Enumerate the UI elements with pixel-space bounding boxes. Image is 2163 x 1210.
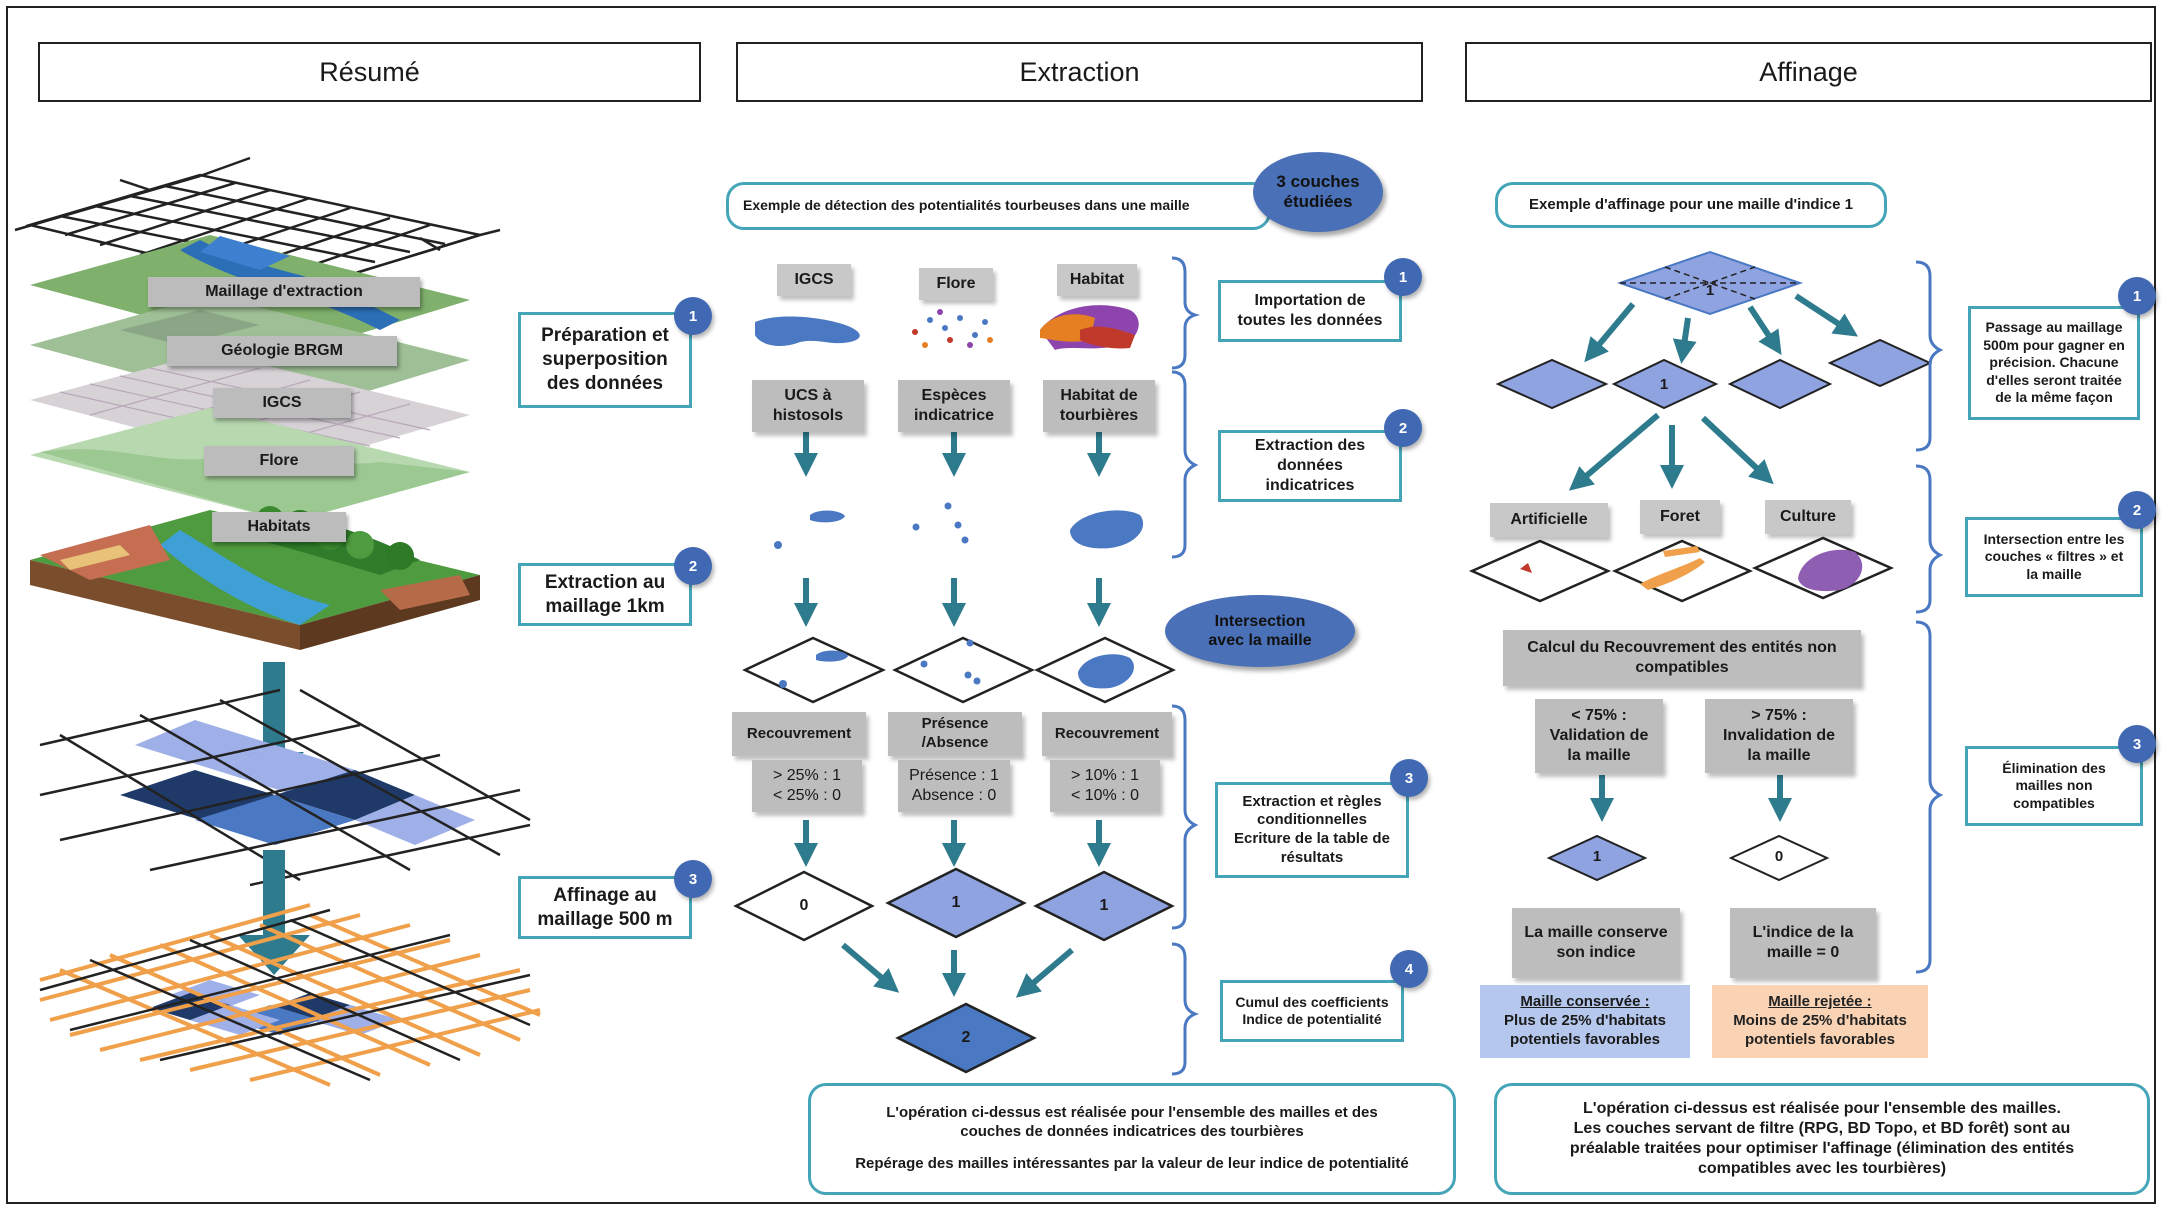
maille-conservee-title: Maille conservée :	[1520, 993, 1650, 1011]
layer-stack-illustration	[14, 156, 501, 650]
cumul-value: 2	[961, 1029, 971, 1046]
resume-step-1: Préparation et superposition des données	[518, 312, 692, 408]
extraction-step-2-badge: 2	[1384, 409, 1422, 447]
extraction-step-3-badge: 3	[1390, 759, 1428, 797]
layer-label-igcs: IGCS	[213, 388, 351, 418]
affinage-result-invalid: 0	[1774, 847, 1784, 865]
resume-step-3: Affinage au maillage 500 m	[518, 876, 692, 939]
maille-rejetee: Maille rejetée : Moins de 25% d'habitats…	[1712, 985, 1928, 1058]
layer-label-maillage: Maillage d'extraction	[148, 277, 420, 307]
source-igcs: IGCS	[777, 264, 851, 296]
reset-index: L'indice de la maille = 0	[1730, 908, 1876, 978]
extraction-step-1-text: Importation de toutes les données	[1237, 292, 1383, 329]
criterion-recouvrement-2: Recouvrement	[1042, 712, 1172, 756]
header-extraction: Extraction	[736, 42, 1423, 102]
rule-habitat: > 10% : 1 < 10% : 0	[1050, 760, 1160, 812]
calc-above75: > 75% : Invalidation de la maille	[1705, 699, 1853, 773]
affinage-step-3-badge: 3	[2118, 725, 2156, 763]
resume-step-3-badge: 3	[674, 860, 712, 898]
extraction-step-2: Extraction des données indicatrices	[1218, 430, 1402, 502]
affinage-step-3: Élimination des mailles non compatibles	[1965, 746, 2143, 826]
grid-1km	[39, 688, 531, 887]
intersection-ellipse: Intersection avec la maille	[1165, 595, 1355, 667]
extraction-step-4: Cumul des coefficients Indice de potenti…	[1220, 980, 1404, 1042]
maille-rejetee-body: Moins de 25% d'habitats potentiels favor…	[1733, 1012, 1907, 1048]
maille-rejetee-title: Maille rejetée :	[1768, 993, 1872, 1011]
resume-step-2: Extraction au maillage 1km	[518, 563, 692, 626]
grid-500m	[39, 903, 541, 1087]
keep-index: La maille conserve son indice	[1512, 908, 1680, 978]
affinage-top-cell-value: 1	[1705, 281, 1715, 299]
resume-step-1-badge: 1	[674, 297, 712, 335]
layer-label-flore: Flore	[204, 446, 354, 476]
header-affinage: Affinage	[1465, 42, 2152, 102]
resume-step-2-badge: 2	[674, 547, 712, 585]
indicator-ucs: UCS à histosols	[752, 380, 864, 432]
maille-conservee-body: Plus de 25% d'habitats potentiels favora…	[1504, 1012, 1666, 1048]
header-resume: Résumé	[38, 42, 701, 102]
filter-culture: Culture	[1765, 500, 1851, 534]
indicator-especes: Espèces indicatrice	[898, 380, 1010, 432]
affinage-step-2-badge: 2	[2118, 491, 2156, 529]
result-0: 0	[799, 897, 809, 914]
extraction-footer-line2: Repérage des mailles intéressantes par l…	[855, 1155, 1409, 1173]
affinage-footer: L'opération ci-dessus est réalisée pour …	[1494, 1083, 2150, 1195]
extraction-step-3: Extraction et règles conditionnelles Ecr…	[1215, 782, 1409, 878]
source-habitat: Habitat	[1057, 264, 1137, 296]
criterion-presence: Présence /Absence	[888, 712, 1022, 756]
layer-label-habitats: Habitats	[212, 512, 346, 542]
extraction-step-1: Importation de toutes les données	[1218, 280, 1402, 342]
rule-ucs: > 25% : 1 < 25% : 0	[752, 760, 862, 812]
affinage-mid-cell-value: 1	[1659, 375, 1669, 393]
calc-below75: < 75% : Validation de la maille	[1535, 699, 1663, 773]
maille-conservee: Maille conservée : Plus de 25% d'habitat…	[1480, 985, 1690, 1058]
couches-badge: 3 couches étudiées	[1253, 152, 1383, 232]
affinage-step-2: Intersection entre les couches « filtres…	[1965, 517, 2143, 597]
affinage-step-1-badge: 1	[2118, 277, 2156, 315]
filter-artificielle: Artificielle	[1490, 503, 1608, 537]
extraction-example-title: Exemple de détection des potentialités t…	[726, 182, 1271, 230]
result-1a: 1	[951, 894, 961, 911]
extraction-footer: L'opération ci-dessus est réalisée pour …	[808, 1083, 1456, 1195]
affinage-example-title: Exemple d'affinage pour une maille d'ind…	[1495, 182, 1887, 228]
affinage-result-valid: 1	[1592, 847, 1602, 865]
filter-foret: Foret	[1640, 500, 1720, 534]
rule-especes: Présence : 1 Absence : 0	[898, 760, 1010, 812]
affinage-step-1: Passage au maillage 500m pour gagner en …	[1968, 306, 2140, 420]
calc-recouvrement: Calcul du Recouvrement des entités non c…	[1503, 630, 1861, 686]
indicator-habitat: Habitat de tourbières	[1043, 380, 1155, 432]
extraction-footer-line1: L'opération ci-dessus est réalisée pour …	[886, 1103, 1378, 1140]
extraction-step-4-badge: 4	[1390, 950, 1428, 988]
page-frame	[6, 6, 2156, 1204]
result-1b: 1	[1099, 897, 1109, 914]
layer-label-geologie: Géologie BRGM	[167, 336, 397, 366]
extraction-step-1-badge: 1	[1384, 258, 1422, 296]
criterion-recouvrement-1: Recouvrement	[732, 712, 866, 756]
source-flore: Flore	[919, 268, 993, 300]
